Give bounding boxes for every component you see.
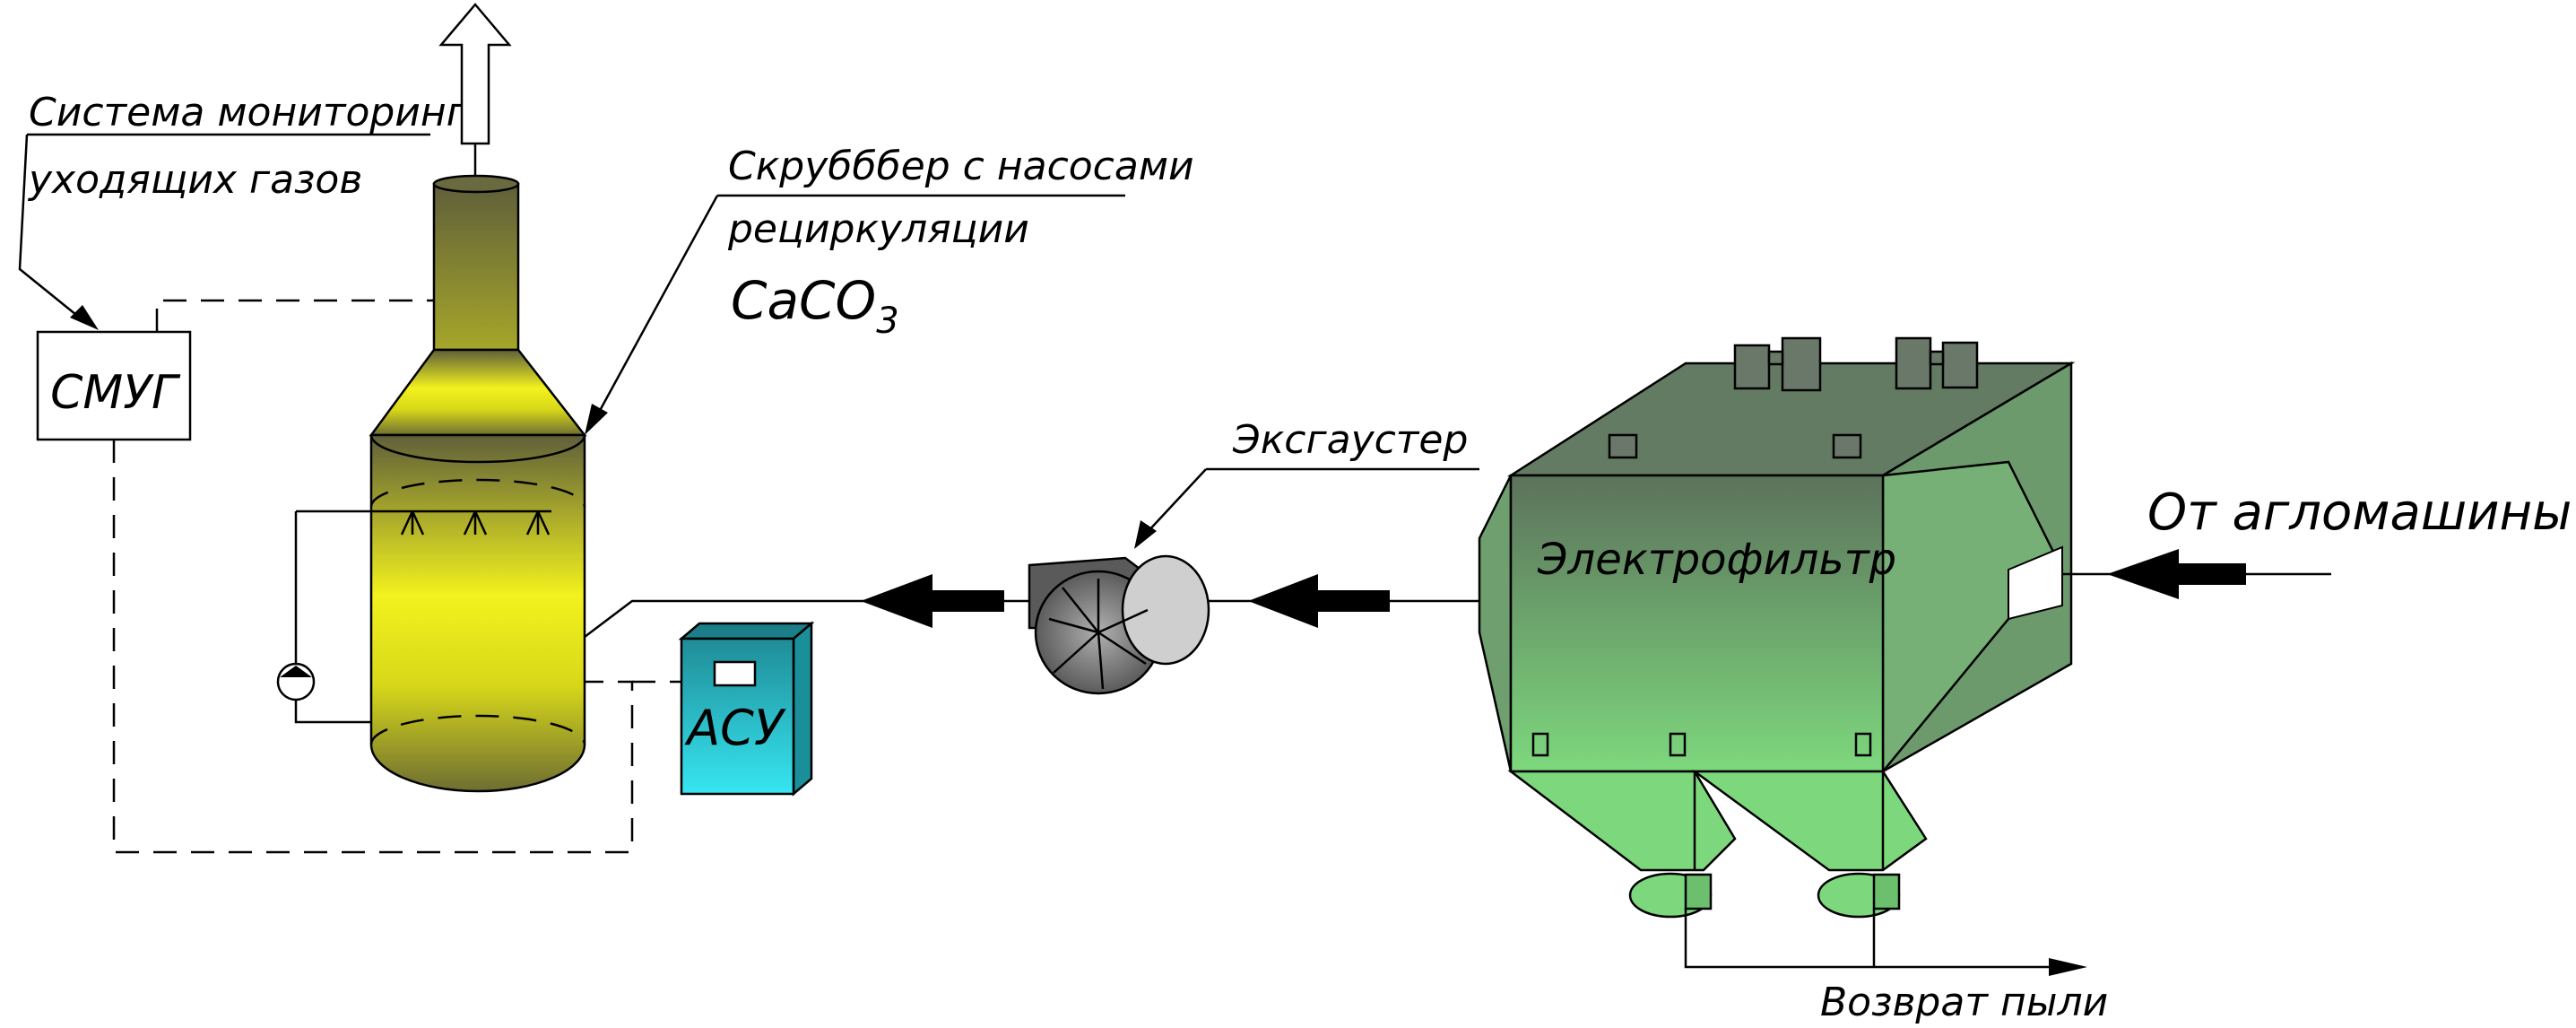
scrubber-label-line1: Скрубббер с насосами <box>728 144 1194 189</box>
reagent-formula: CaCO3 <box>731 270 899 342</box>
smug-signal-line-top <box>155 299 435 332</box>
exhauster-label: Эксгаустер <box>1232 417 1468 463</box>
pump-icon <box>276 662 316 701</box>
flow-arrow-icon-1 <box>861 574 1004 628</box>
asu-label: АСУ <box>684 700 786 756</box>
smug-box <box>36 330 192 441</box>
scrubber <box>276 3 587 793</box>
monitoring-label-line2: уходящих газов <box>27 157 362 203</box>
scrubber-label-line2: рециркуляции <box>727 206 1029 252</box>
exhauster-callout <box>1134 467 1479 549</box>
asu-cabinet <box>678 621 815 797</box>
smug-signal-line-bottom <box>112 440 634 854</box>
exhaust-up-arrow-icon <box>438 3 512 179</box>
reagent-formula-main: CaCO <box>731 270 876 331</box>
dust-return-label: Возврат пыли <box>1820 980 2108 1025</box>
smug-label: СМУГ <box>50 366 181 420</box>
monitoring-label-line1: Система мониторинга <box>29 90 491 135</box>
from-agglomachine-label: От агломашины <box>2147 484 2572 542</box>
reagent-formula-subscript: 3 <box>876 301 898 342</box>
spray-nozzles <box>400 510 551 536</box>
monitoring-callout <box>18 133 430 330</box>
exhauster-fan <box>1028 554 1210 695</box>
flow-arrow-icon-2 <box>1248 574 1390 628</box>
flow-arrow-icon-3 <box>2107 549 2246 599</box>
electrofilter-label: Электрофильтр <box>1537 535 1896 585</box>
scrubber-callout <box>585 194 1125 435</box>
dust-return-line <box>1684 909 2087 976</box>
electrofilter <box>1478 336 2076 919</box>
asu-display <box>713 660 757 687</box>
